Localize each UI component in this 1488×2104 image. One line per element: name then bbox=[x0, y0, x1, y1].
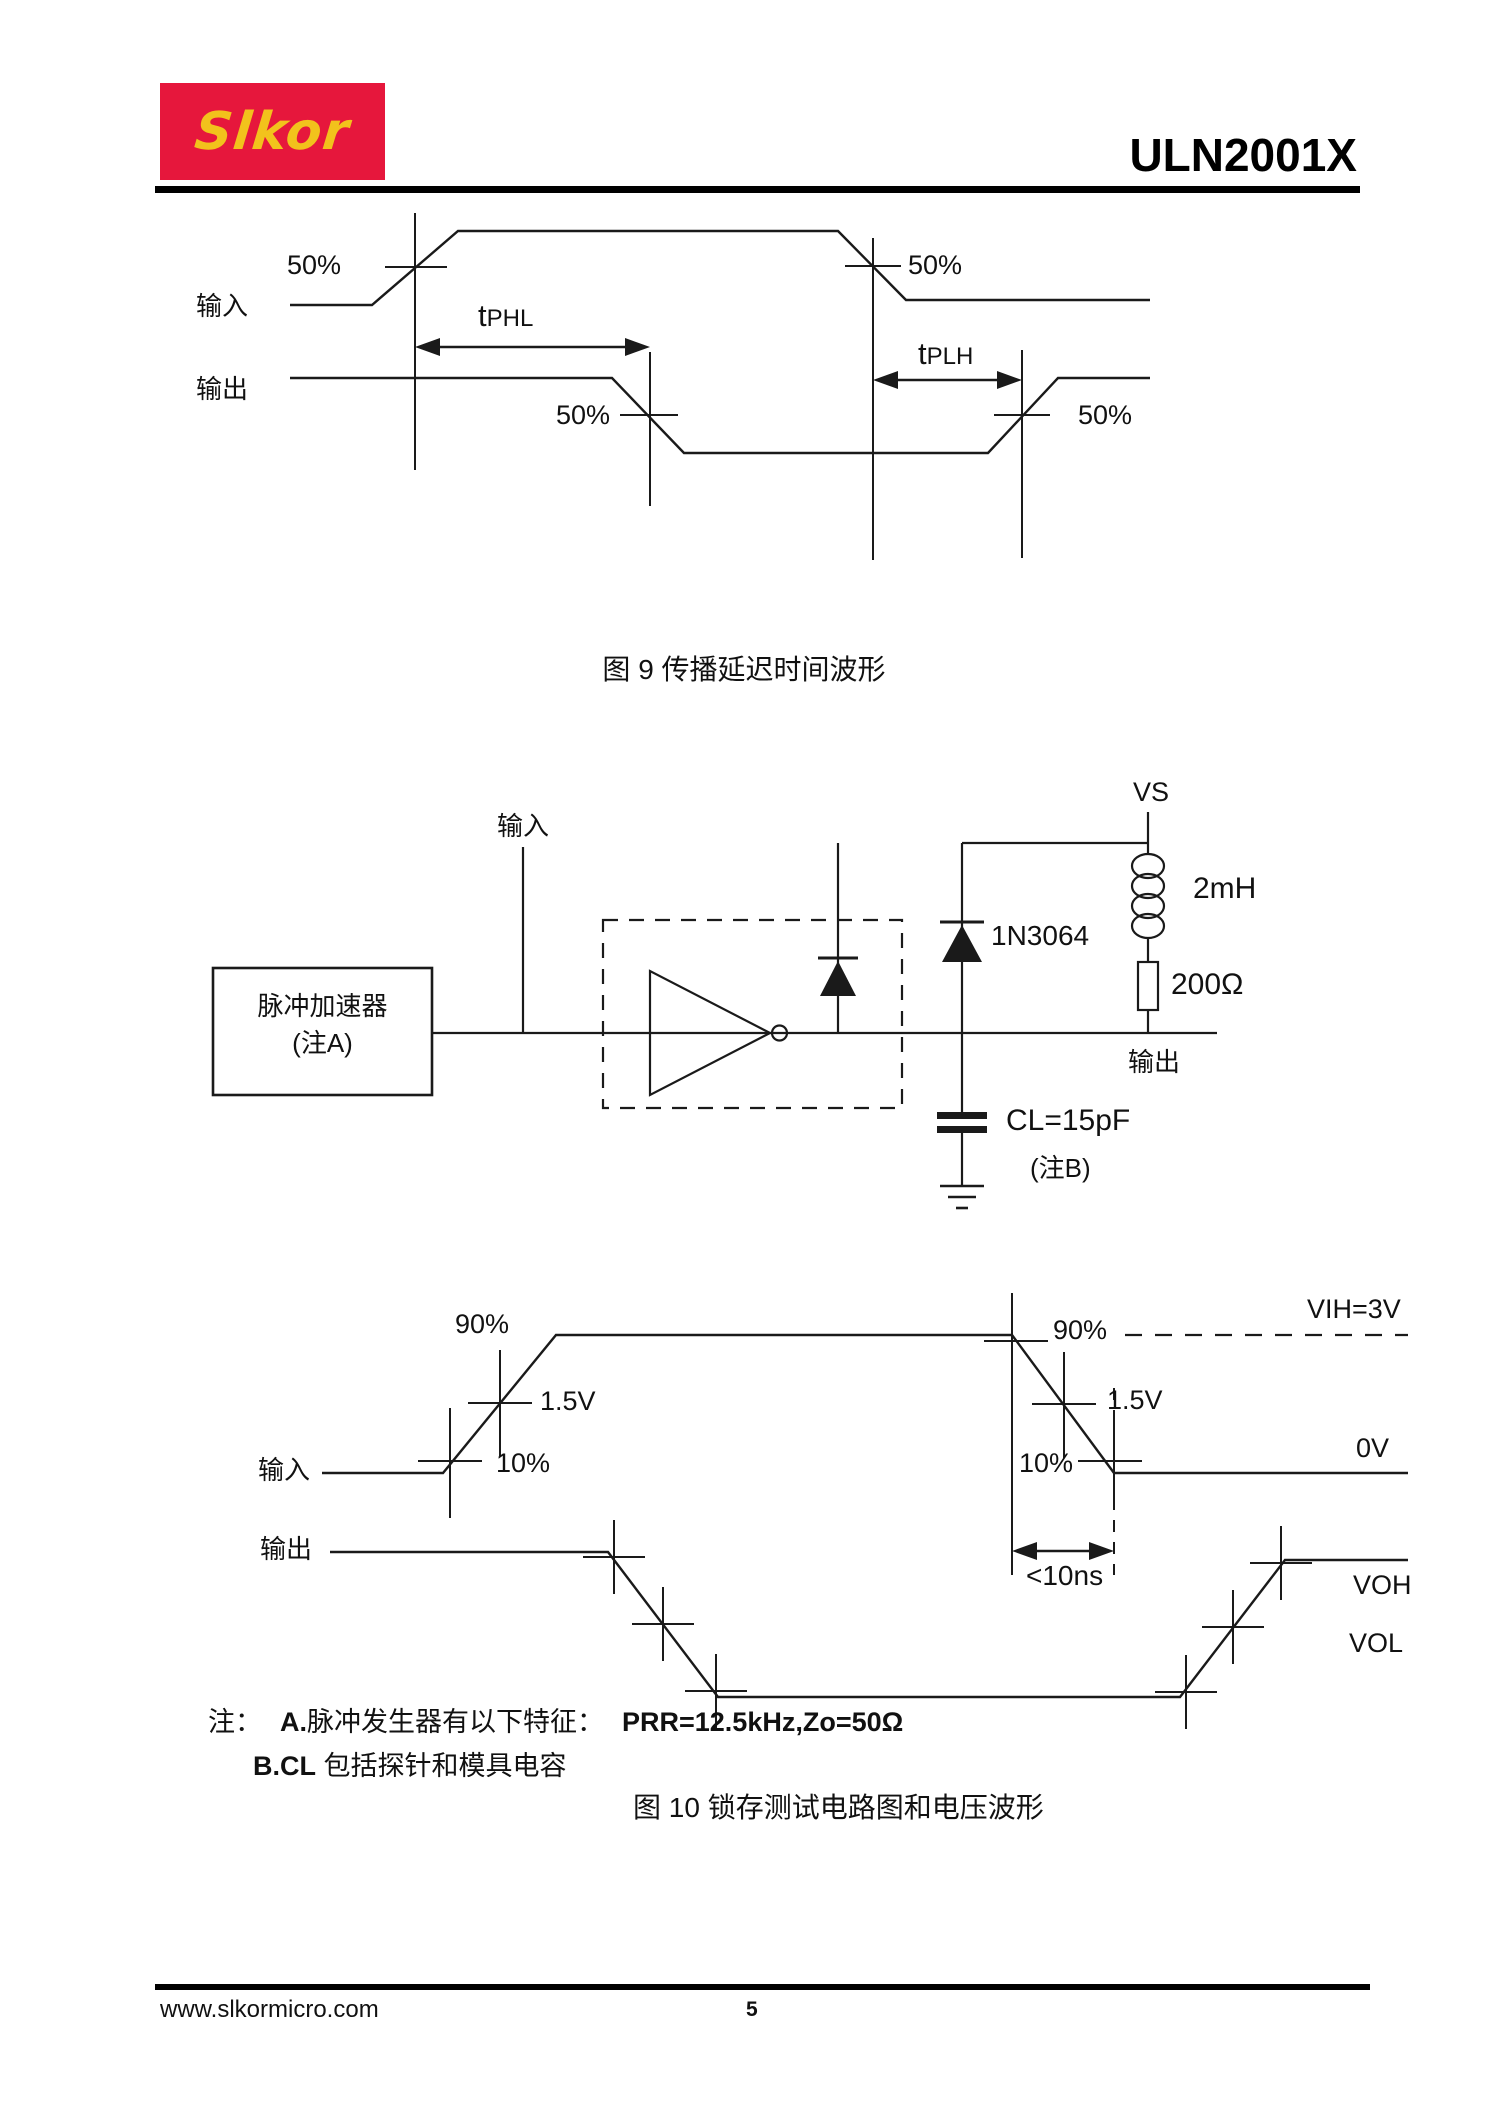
ground-symbol bbox=[940, 1184, 984, 1210]
wave10-output-rise-crosses bbox=[1155, 1526, 1312, 1729]
diode-part-label: 1N3064 bbox=[991, 920, 1090, 951]
fig9-50pct-bottom-right: 50% bbox=[1078, 400, 1133, 430]
pulse-generator-box bbox=[211, 966, 434, 1097]
note-a-text: 脉冲发生器有以下特征： bbox=[307, 1707, 604, 1737]
inverter-gate bbox=[648, 969, 773, 1097]
wave10-rise-10-label: 10% bbox=[496, 1448, 551, 1478]
fig9-50pct-bottom-left: 50% bbox=[556, 400, 611, 430]
fig9-tplh-arrowhead-right bbox=[997, 371, 1022, 389]
wave10-output-fall-crosses bbox=[583, 1520, 747, 1728]
footer-rule bbox=[155, 1984, 1370, 1990]
fig9-tplh-arrowhead-left bbox=[873, 371, 898, 389]
pulse-generator-text: 脉冲加速器 (注A) bbox=[213, 988, 432, 1062]
page-title: ULN2001X bbox=[1129, 129, 1357, 181]
inductor-coil bbox=[1130, 852, 1166, 940]
fig9-tphl-t: t bbox=[478, 298, 487, 333]
wave10-voh-label: VOH bbox=[1353, 1570, 1412, 1600]
wave10-vih-label: VIH=3V bbox=[1307, 1294, 1401, 1324]
fig9-50pct-top-left: 50% bbox=[287, 250, 342, 280]
note-a-id: A. bbox=[280, 1707, 307, 1737]
figure10-caption: 图 10 锁存测试电路图和电压波形 bbox=[633, 1792, 1044, 1823]
fig9-tplh-t: t bbox=[918, 336, 927, 371]
dut-dashed-box bbox=[601, 918, 904, 1110]
resistor-body bbox=[1136, 960, 1160, 1012]
fig9-tplh-label: tPLH bbox=[918, 336, 973, 372]
wave10-fall-10-label: 10% bbox=[1019, 1448, 1074, 1478]
figure9-caption: 图 9 传播延迟时间波形 bbox=[602, 654, 886, 685]
pulse-generator-line1: 脉冲加速器 bbox=[257, 991, 388, 1021]
fig9-tphl-arrowhead-left bbox=[415, 338, 440, 356]
note-line-b: B.CL 包括探针和模具电容 bbox=[253, 1744, 567, 1783]
fig9-input-waveform bbox=[290, 229, 1150, 307]
diode-1n3064 bbox=[942, 925, 982, 962]
wave10-fall-90-label: 90% bbox=[1053, 1315, 1108, 1345]
note-a-value: PRR=12.5kHz,Zo=50Ω bbox=[622, 1707, 904, 1737]
footer-url: www.slkormicro.com bbox=[160, 1996, 379, 2023]
wave10-rise-90-label: 90% bbox=[455, 1309, 510, 1339]
wave10-fall-15-label: 1.5V bbox=[1107, 1385, 1163, 1415]
wave10-time-arrowhead-right bbox=[1089, 1542, 1114, 1560]
fig9-tplh-sub: PLH bbox=[926, 343, 974, 370]
note-prefix: 注： bbox=[208, 1707, 262, 1737]
cap-note-label: (注B) bbox=[1030, 1153, 1091, 1183]
header-rule bbox=[155, 186, 1360, 193]
fig9-input-label: 输入 bbox=[196, 291, 249, 321]
figure10-circuit bbox=[211, 812, 1217, 1210]
capacitor-cl bbox=[937, 1112, 987, 1186]
figure10-waveforms bbox=[322, 1293, 1408, 1729]
fig9-tphl-label: tPHL bbox=[478, 298, 533, 334]
fig9-tphl-arrowhead-right bbox=[625, 338, 650, 356]
vs-label: VS bbox=[1133, 777, 1170, 807]
figure9-waveforms bbox=[290, 213, 1150, 560]
fig9-50pct-top-right: 50% bbox=[908, 250, 963, 280]
clamp-diode bbox=[820, 961, 856, 996]
fig9-output-label: 输出 bbox=[196, 374, 249, 404]
note-line-a: 注： A.脉冲发生器有以下特征： PRR=12.5kHz,Zo=50Ω bbox=[208, 1700, 903, 1739]
wave10-0v-label: 0V bbox=[1356, 1433, 1390, 1463]
inductor-value-label: 2mH bbox=[1193, 872, 1257, 905]
wave10-time-arrowhead-left bbox=[1012, 1542, 1037, 1560]
inverter-bubble bbox=[770, 1024, 789, 1042]
wave10-output-label: 输出 bbox=[260, 1534, 313, 1564]
resistor-value-label: 200Ω bbox=[1171, 968, 1244, 1001]
fig9-output-waveform bbox=[290, 376, 1150, 455]
brand-logo: Slkor bbox=[160, 83, 385, 180]
wave10-input-waveform bbox=[322, 1333, 1408, 1475]
wave10-time-label: <10ns bbox=[1026, 1560, 1104, 1591]
cap-value-label: CL=15pF bbox=[1006, 1104, 1131, 1137]
circuit-output-label: 输出 bbox=[1128, 1047, 1181, 1077]
wave10-output-waveform bbox=[330, 1550, 1408, 1699]
footer-page-number: 5 bbox=[746, 1998, 758, 2021]
wave10-rise-15-label: 1.5V bbox=[540, 1386, 596, 1416]
pulse-generator-line2: (注A) bbox=[292, 1028, 353, 1058]
wave10-vol-label: VOL bbox=[1349, 1628, 1404, 1658]
wave10-input-label: 输入 bbox=[258, 1455, 311, 1485]
fig9-tphl-sub: PHL bbox=[486, 305, 534, 332]
note-b-id: B.CL bbox=[253, 1751, 316, 1781]
note-b-text: 包括探针和模具电容 bbox=[316, 1751, 567, 1781]
circuit-input-label: 输入 bbox=[497, 811, 550, 841]
